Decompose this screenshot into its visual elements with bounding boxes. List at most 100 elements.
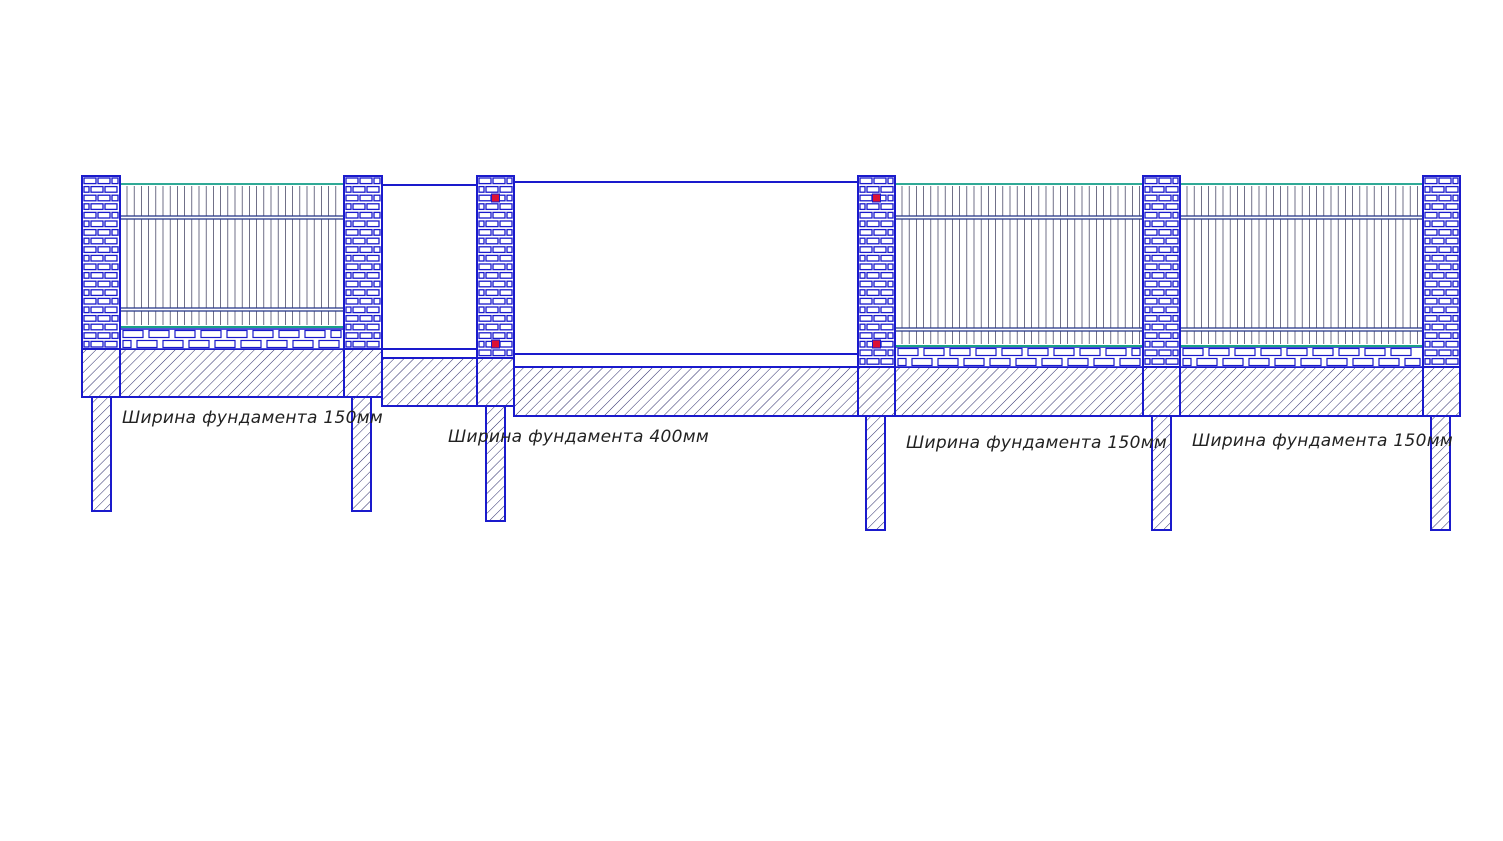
brick — [1196, 357, 1218, 367]
brick — [1151, 185, 1165, 193]
brick — [492, 332, 506, 340]
brick — [1424, 357, 1431, 365]
brick — [887, 194, 894, 202]
brick — [1424, 177, 1438, 185]
brick — [880, 271, 894, 279]
brick — [1144, 349, 1158, 357]
brick — [1424, 203, 1431, 211]
brick — [97, 194, 111, 202]
brick — [345, 289, 352, 297]
brick — [1144, 203, 1151, 211]
brick-pillar-3 — [476, 175, 515, 359]
brick — [83, 323, 90, 331]
brick — [873, 228, 887, 236]
panel-rail — [894, 327, 1144, 332]
brick — [506, 349, 513, 357]
brick — [188, 339, 210, 349]
brick — [485, 185, 499, 193]
brick — [887, 246, 894, 254]
brick — [200, 329, 222, 339]
brick — [485, 289, 499, 297]
brick — [880, 203, 894, 211]
brick — [499, 237, 513, 245]
brick — [506, 263, 513, 271]
brick — [499, 340, 513, 348]
brick — [1172, 194, 1179, 202]
brick — [1067, 357, 1089, 367]
gate-threshold — [513, 353, 859, 368]
brick — [345, 332, 359, 340]
brick — [873, 177, 887, 185]
brick — [492, 177, 506, 185]
brick — [492, 297, 506, 305]
brick — [352, 237, 366, 245]
brick — [485, 254, 499, 262]
foundation-width-label-3: Ширина фундамента 150мм — [906, 433, 1167, 453]
brick — [1445, 185, 1459, 193]
brick — [478, 289, 485, 297]
brick — [506, 332, 513, 340]
brick — [345, 280, 359, 288]
brick — [1172, 297, 1179, 305]
brick — [1431, 203, 1445, 211]
foundation-pile — [91, 396, 112, 512]
brick — [1424, 237, 1431, 245]
brick — [83, 340, 90, 348]
panel-frame — [1179, 183, 1424, 347]
brick — [887, 332, 894, 340]
brick — [859, 203, 866, 211]
brick — [1445, 271, 1459, 279]
brick — [492, 263, 506, 271]
brick — [1338, 347, 1360, 357]
brick — [90, 289, 104, 297]
brick — [1424, 349, 1438, 357]
brick — [90, 254, 104, 262]
foundation-width-label-1: Ширина фундамента 150мм — [122, 408, 383, 428]
brick — [366, 254, 380, 262]
brick — [911, 357, 933, 367]
brick — [1151, 340, 1165, 348]
brick — [1079, 347, 1101, 357]
brick — [1027, 347, 1049, 357]
brick — [97, 246, 111, 254]
brick — [1151, 289, 1165, 297]
brick — [873, 280, 887, 288]
brick — [1248, 357, 1270, 367]
brick — [1151, 323, 1165, 331]
brick — [1144, 323, 1151, 331]
brick — [478, 203, 485, 211]
brick — [1158, 349, 1172, 357]
brick — [499, 203, 513, 211]
brick — [1452, 332, 1459, 340]
brick — [866, 220, 880, 228]
brick — [492, 246, 506, 254]
brick — [880, 220, 894, 228]
brick — [104, 340, 118, 348]
brick — [1452, 349, 1459, 357]
brick — [1445, 323, 1459, 331]
brick — [1144, 357, 1151, 365]
brick — [880, 306, 894, 314]
brick — [478, 220, 485, 228]
brick — [1158, 297, 1172, 305]
brick — [97, 211, 111, 219]
brick — [1172, 349, 1179, 357]
brick — [111, 332, 119, 340]
brick — [345, 228, 359, 236]
brick — [887, 349, 894, 357]
brick — [373, 297, 381, 305]
brick — [1144, 185, 1151, 193]
brick — [1158, 228, 1172, 236]
brick — [866, 271, 880, 279]
brick — [859, 246, 873, 254]
brick — [1431, 306, 1445, 314]
brick-plinth-1 — [119, 328, 345, 350]
panel-rail — [1179, 215, 1424, 220]
brick — [345, 297, 359, 305]
brick — [83, 220, 90, 228]
brick — [478, 306, 485, 314]
brick — [478, 194, 492, 202]
brick — [1424, 306, 1431, 314]
brick — [1424, 246, 1438, 254]
panel-rail — [1179, 327, 1424, 332]
